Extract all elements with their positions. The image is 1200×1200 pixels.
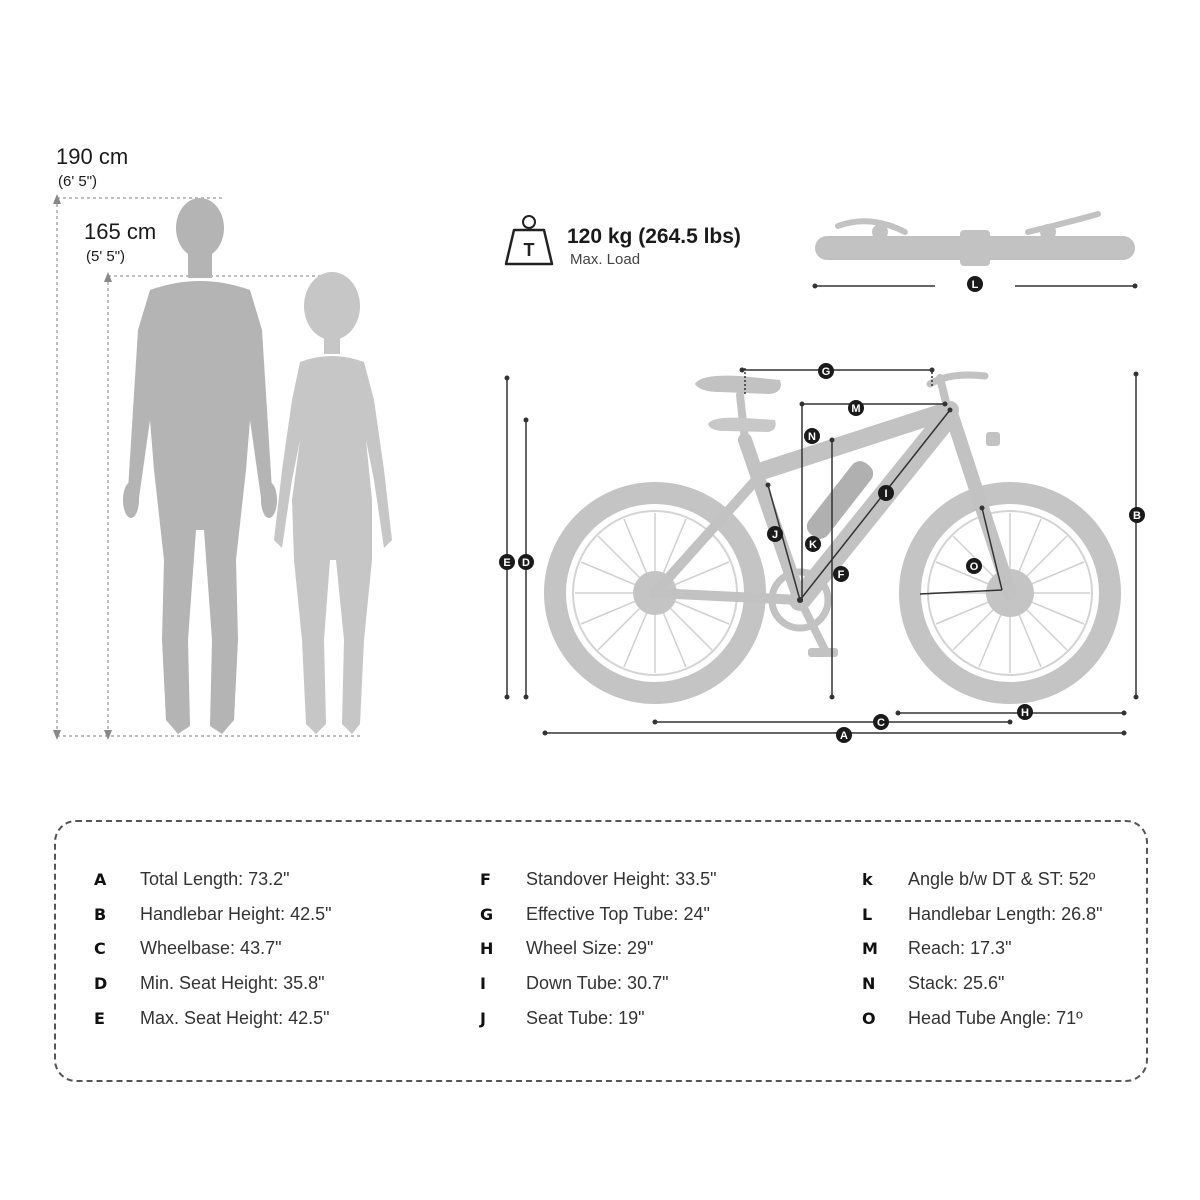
marker-f: F [833,566,849,582]
svg-text:D: D [522,557,530,569]
max-load-value: 120 kg (264.5 lbs) [567,225,741,248]
svg-text:H: H [1021,707,1029,719]
svg-text:B: B [1133,510,1141,522]
marker-n: N [804,428,820,444]
svg-text:K: K [809,539,817,551]
marker-o: O [966,558,982,574]
svg-text:A: A [840,730,848,742]
max-load-label: Max. Load [570,251,640,268]
male-height-cm: 190 cm [56,144,128,169]
marker-g: G [818,363,834,379]
marker-m: M [848,400,864,416]
marker-e: E [499,554,515,570]
marker-c: C [873,714,889,730]
svg-text:E: E [503,557,510,569]
svg-text:I: I [884,488,887,500]
marker-l: L [967,276,983,292]
svg-text:N: N [808,431,816,443]
handlebar-top-view [815,211,1135,266]
male-height-ft: (6' 5") [58,173,97,190]
svg-text:C: C [877,717,885,729]
svg-text:M: M [851,403,860,415]
male-silhouette [123,198,277,734]
svg-text:L: L [972,279,979,291]
marker-d: D [518,554,534,570]
marker-j: J [767,526,783,542]
weight-icon: T [504,215,554,266]
female-height-ft: (5' 5") [86,248,125,265]
svg-text:O: O [970,561,979,573]
bike-geometry-diagram: 190 cm (6' 5") 165 cm (5' 5") T 120 kg (… [53,144,1145,743]
marker-b: B [1129,507,1145,523]
svg-text:F: F [838,569,845,581]
svg-text:G: G [822,366,831,378]
marker-a: A [836,727,852,743]
dimension-lines [506,368,1137,734]
marker-h: H [1017,704,1033,720]
female-height-cm: 165 cm [84,219,156,244]
female-silhouette [274,272,392,734]
marker-i: I [878,485,894,501]
weight-icon-letter: T [524,240,535,260]
svg-text:J: J [772,529,778,541]
marker-k: K [805,536,821,552]
